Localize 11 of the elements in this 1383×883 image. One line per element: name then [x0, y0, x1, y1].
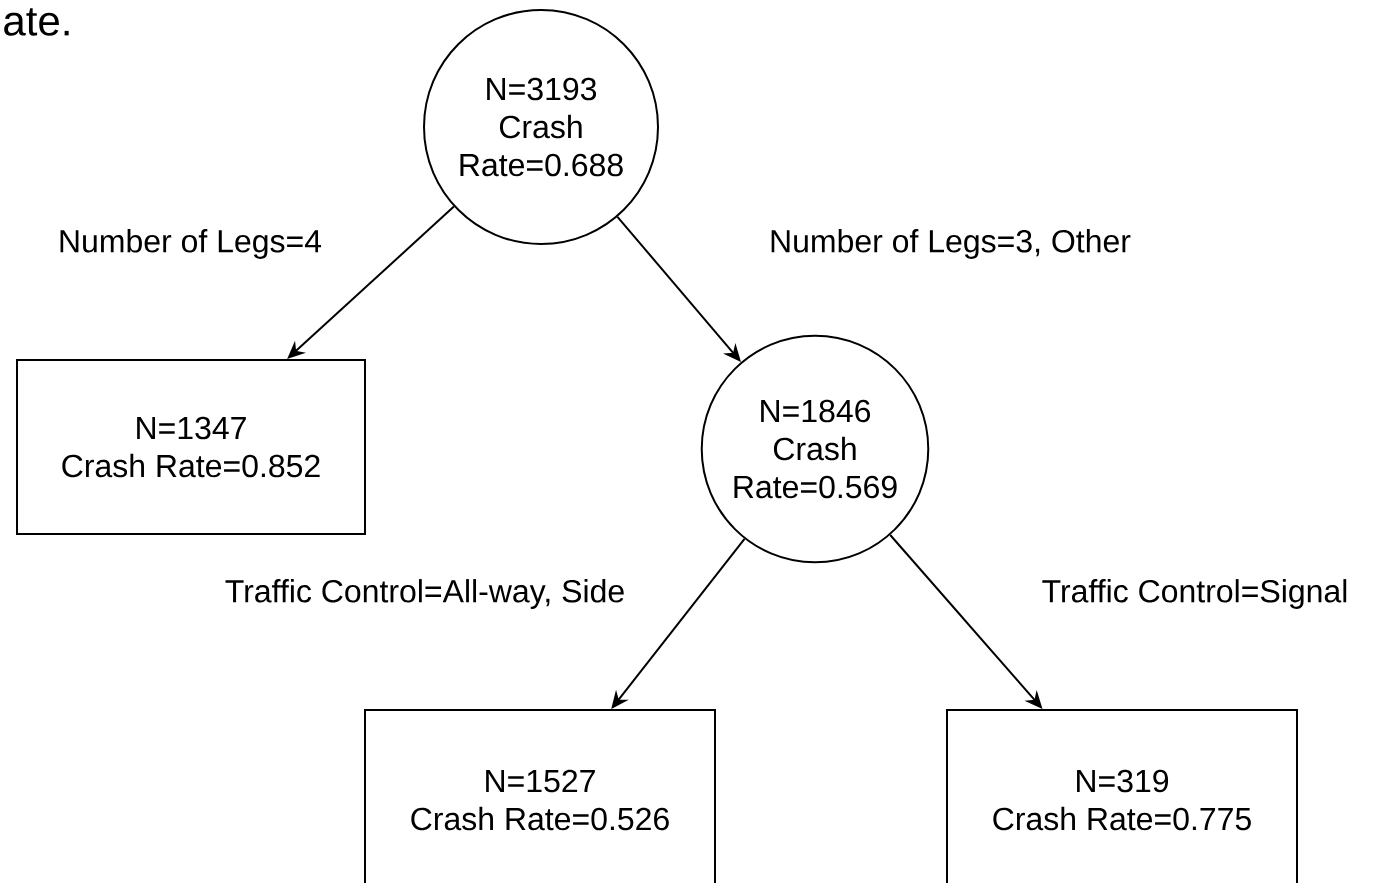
leaf-box: N=1527 Crash Rate=0.526 — [364, 709, 716, 883]
edge-label: Traffic Control=Signal — [1039, 577, 1351, 611]
leaf-box: N=319 Crash Rate=0.775 — [946, 709, 1298, 883]
edge-label: Number of Legs=3, Other — [767, 227, 1133, 261]
cut-off-text: ate. — [4, 8, 69, 36]
arrow — [616, 215, 741, 362]
leaf-box: N=1347 Crash Rate=0.852 — [16, 359, 366, 535]
arrow — [287, 205, 455, 359]
arrow — [611, 537, 746, 709]
edge-label: Number of Legs=4 — [55, 227, 325, 261]
edge-label: Traffic Control=All-way, Side — [222, 577, 628, 611]
